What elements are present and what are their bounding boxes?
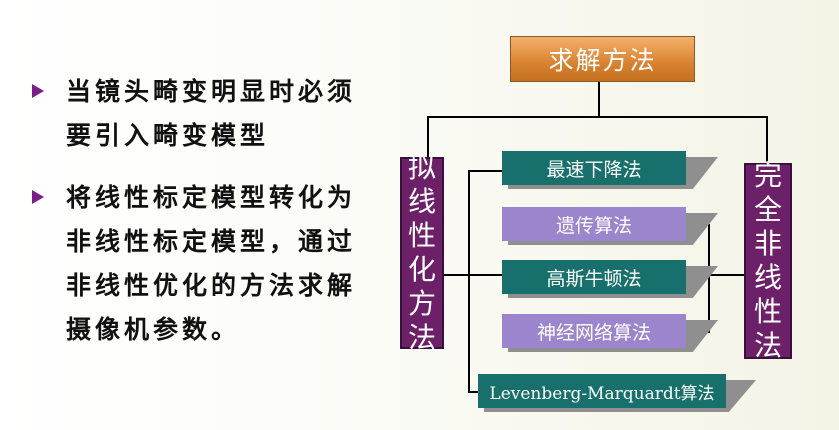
bullet-text: 当镜头畸变明显时必须要引入畸变模型 <box>66 77 357 150</box>
neural-network-box: 神经网络算法 <box>502 314 686 348</box>
connector-line <box>708 224 710 333</box>
connector-line <box>468 170 470 392</box>
quasi-linear-method-box: 拟线性化方法 <box>400 151 444 354</box>
bullet-text: 将线性标定模型转化为非线性标定模型，通过非线性优化的方法求解摄像机参数。 <box>66 183 357 344</box>
method-label: Levenberg-Marquardt算法 <box>489 383 715 404</box>
fully-nonlinear-method-label: 完全非线性法 <box>753 159 782 362</box>
genetic-algorithm-box: 遗传算法 <box>502 207 686 241</box>
fully-nonlinear-method-box: 完全非线性法 <box>744 159 792 362</box>
connector-line <box>686 274 744 276</box>
connector-line <box>427 116 429 158</box>
method-label: 高斯牛顿法 <box>546 267 642 290</box>
connector-line <box>468 170 502 172</box>
connector-line <box>598 82 600 117</box>
method-label: 遗传算法 <box>555 214 632 237</box>
connector-line <box>766 116 768 164</box>
connector-line <box>468 391 478 393</box>
quasi-linear-method-label: 拟线性化方法 <box>407 151 436 354</box>
root-method-label: 求解方法 <box>548 46 657 75</box>
arrow-bullet-icon <box>32 84 44 98</box>
bullet-item: 将线性标定模型转化为非线性标定模型，通过非线性优化的方法求解摄像机参数。 <box>26 176 366 352</box>
connector-line <box>444 274 502 276</box>
connector-line <box>427 116 768 118</box>
arrow-bullet-icon <box>32 190 44 204</box>
method-label: 神经网络算法 <box>536 321 651 344</box>
bullet-list: 当镜头畸变明显时必须要引入畸变模型 将线性标定模型转化为非线性标定模型，通过非线… <box>26 70 366 370</box>
gauss-newton-box: 高斯牛顿法 <box>502 260 686 294</box>
method-label: 最速下降法 <box>546 158 642 181</box>
steepest-descent-box: 最速下降法 <box>502 151 686 185</box>
levenberg-marquardt-box: Levenberg-Marquardt算法 <box>478 374 726 408</box>
root-method-box: 求解方法 <box>510 36 695 82</box>
bullet-item: 当镜头畸变明显时必须要引入畸变模型 <box>26 70 366 158</box>
